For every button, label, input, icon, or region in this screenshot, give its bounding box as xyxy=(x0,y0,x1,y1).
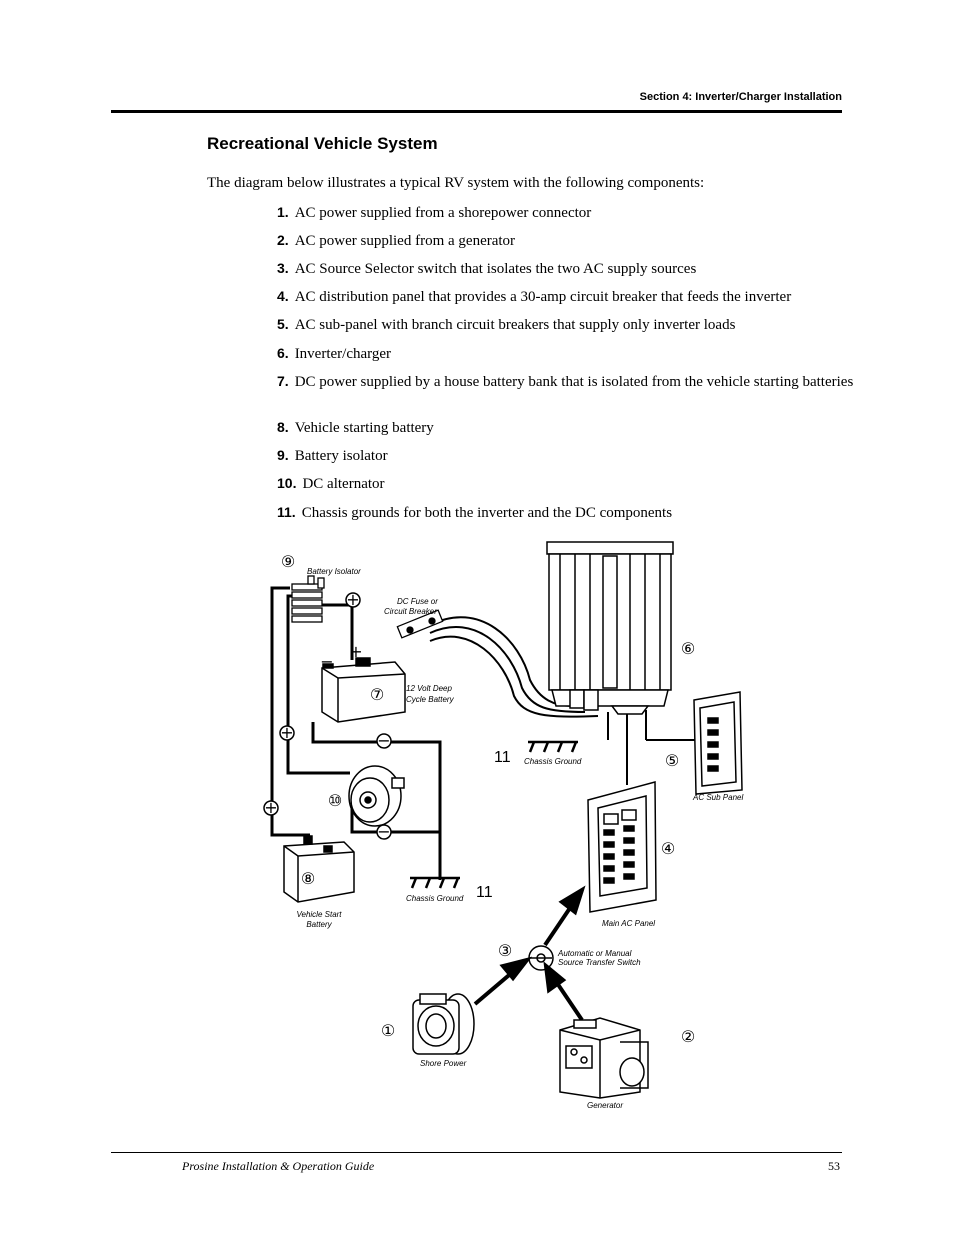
list-item: 4. AC distribution panel that provides a … xyxy=(277,287,837,306)
list-item-number: 9. xyxy=(277,447,289,463)
callout-11-bottom: 11 xyxy=(476,884,493,901)
list-item-number: 2. xyxy=(277,232,289,248)
label-vehicle-battery: Vehicle Start xyxy=(296,910,342,919)
callout-4: ④ xyxy=(661,839,675,858)
list-item: 6. Inverter/charger xyxy=(277,344,837,363)
list-item-number: 6. xyxy=(277,345,289,361)
chassis-ground-top xyxy=(528,740,578,753)
ac-sub-panel xyxy=(693,691,743,795)
label-battery-isolator: Battery Isolator xyxy=(307,567,361,576)
list-item: 5. AC sub-panel with branch circuit break… xyxy=(277,315,837,334)
callout-7: ⑦ xyxy=(370,685,384,704)
callout-3: ③ xyxy=(498,941,512,960)
label-house-battery: Cycle Battery xyxy=(406,695,455,704)
ac-wiring xyxy=(607,710,697,785)
list-item-number: 5. xyxy=(277,316,289,332)
power-flow-arrows xyxy=(473,885,586,1022)
plus-symbol: + xyxy=(264,798,277,817)
list-item-text: DC power supplied by a house battery ban… xyxy=(294,374,854,390)
list-item: 8. Vehicle starting battery xyxy=(277,418,837,437)
label-dc-fuse: Circuit Breaker xyxy=(384,607,437,616)
callout-1: ① xyxy=(381,1021,395,1040)
list-item-number: 10. xyxy=(277,475,297,491)
label-generator: Generator xyxy=(587,1101,623,1110)
minus-symbol: − xyxy=(377,731,390,750)
callout-6: ⑥ xyxy=(681,639,695,658)
plus-symbol: + xyxy=(349,642,362,661)
list-item: 2. AC power supplied from a generator xyxy=(277,231,837,250)
callout-8: ⑧ xyxy=(301,869,315,888)
label-main-ac-panel: Main AC Panel xyxy=(602,919,655,928)
callout-2: ② xyxy=(681,1027,695,1046)
house-battery xyxy=(321,657,406,723)
list-item: 10. DC alternator xyxy=(277,474,837,493)
label-house-battery: 12 Volt Deep xyxy=(406,684,453,693)
list-item: 9. Battery isolator xyxy=(277,446,837,465)
plus-symbol: + xyxy=(280,723,293,742)
list-item-number: 11. xyxy=(277,504,296,520)
list-item-number: 3. xyxy=(277,260,289,276)
label-chassis-ground: Chassis Ground xyxy=(406,894,464,903)
transfer-switch xyxy=(528,945,554,971)
label-shore-power: Shore Power xyxy=(420,1059,467,1068)
label-transfer-switch: Automatic or Manual xyxy=(557,949,632,958)
inverter-charger xyxy=(546,541,674,715)
plus-symbol: + xyxy=(346,590,359,609)
intro-paragraph: The diagram below illustrates a typical … xyxy=(207,175,705,191)
list-item-text: AC power supplied from a shorepower conn… xyxy=(294,205,592,221)
list-item: 3. AC Source Selector switch that isolate… xyxy=(277,259,837,278)
list-item: 1. AC power supplied from a shorepower co… xyxy=(277,203,837,222)
page-title: Recreational Vehicle System xyxy=(207,134,438,153)
list-item-text: AC Source Selector switch that isolates … xyxy=(294,261,697,277)
label-transfer-switch: Source Transfer Switch xyxy=(558,958,641,967)
list-item-number: 1. xyxy=(277,204,289,220)
list-item: 7. DC power supplied by a house battery b… xyxy=(277,372,854,391)
list-item-text: Vehicle starting battery xyxy=(294,420,434,436)
label-chassis-ground: Chassis Ground xyxy=(524,757,582,766)
header-rule xyxy=(111,110,842,113)
main-ac-panel xyxy=(587,781,657,913)
label-dc-fuse: DC Fuse or xyxy=(397,597,438,606)
list-item-text: AC power supplied from a generator xyxy=(294,233,516,249)
battery-isolator xyxy=(291,575,325,623)
callout-10: ⑩ xyxy=(328,791,342,810)
list-item-text: AC distribution panel that provides a 30… xyxy=(294,289,792,305)
section-header: Section 4: Inverter/Charger Installation xyxy=(639,91,842,103)
footer-rule xyxy=(111,1152,842,1153)
callout-9: ⑨ xyxy=(281,552,295,571)
list-item-number: 4. xyxy=(277,288,289,304)
minus-symbol: − xyxy=(377,822,390,841)
list-item-text: Battery isolator xyxy=(294,448,388,464)
shore-power-connector xyxy=(412,993,475,1055)
list-item-text: Inverter/charger xyxy=(294,346,392,362)
list-item-text: AC sub-panel with branch circuit breaker… xyxy=(294,317,736,333)
page-number: 53 xyxy=(828,1159,840,1173)
generator xyxy=(559,1017,649,1099)
callout-11-top: 11 xyxy=(494,749,511,766)
inverter-cables xyxy=(429,616,599,718)
alternator xyxy=(348,765,405,827)
minus-symbol: − xyxy=(320,652,333,671)
terminal-markers xyxy=(263,592,392,840)
chassis-ground-bottom xyxy=(410,876,460,889)
label-ac-sub-panel: AC Sub Panel xyxy=(692,793,743,802)
dc-fuse xyxy=(396,609,444,639)
vehicle-start-battery xyxy=(283,835,355,903)
list-item-text: Chassis grounds for both the inverter an… xyxy=(301,505,673,521)
footer-guide-title: Prosine Installation & Operation Guide xyxy=(182,1159,375,1173)
label-vehicle-battery: Battery xyxy=(306,920,332,929)
callout-5: ⑤ xyxy=(665,751,679,770)
list-item: 11. Chassis grounds for both the inverter… xyxy=(277,503,837,522)
list-item-number: 8. xyxy=(277,419,289,435)
list-item-number: 7. xyxy=(277,373,289,389)
list-item-text: DC alternator xyxy=(302,476,385,492)
